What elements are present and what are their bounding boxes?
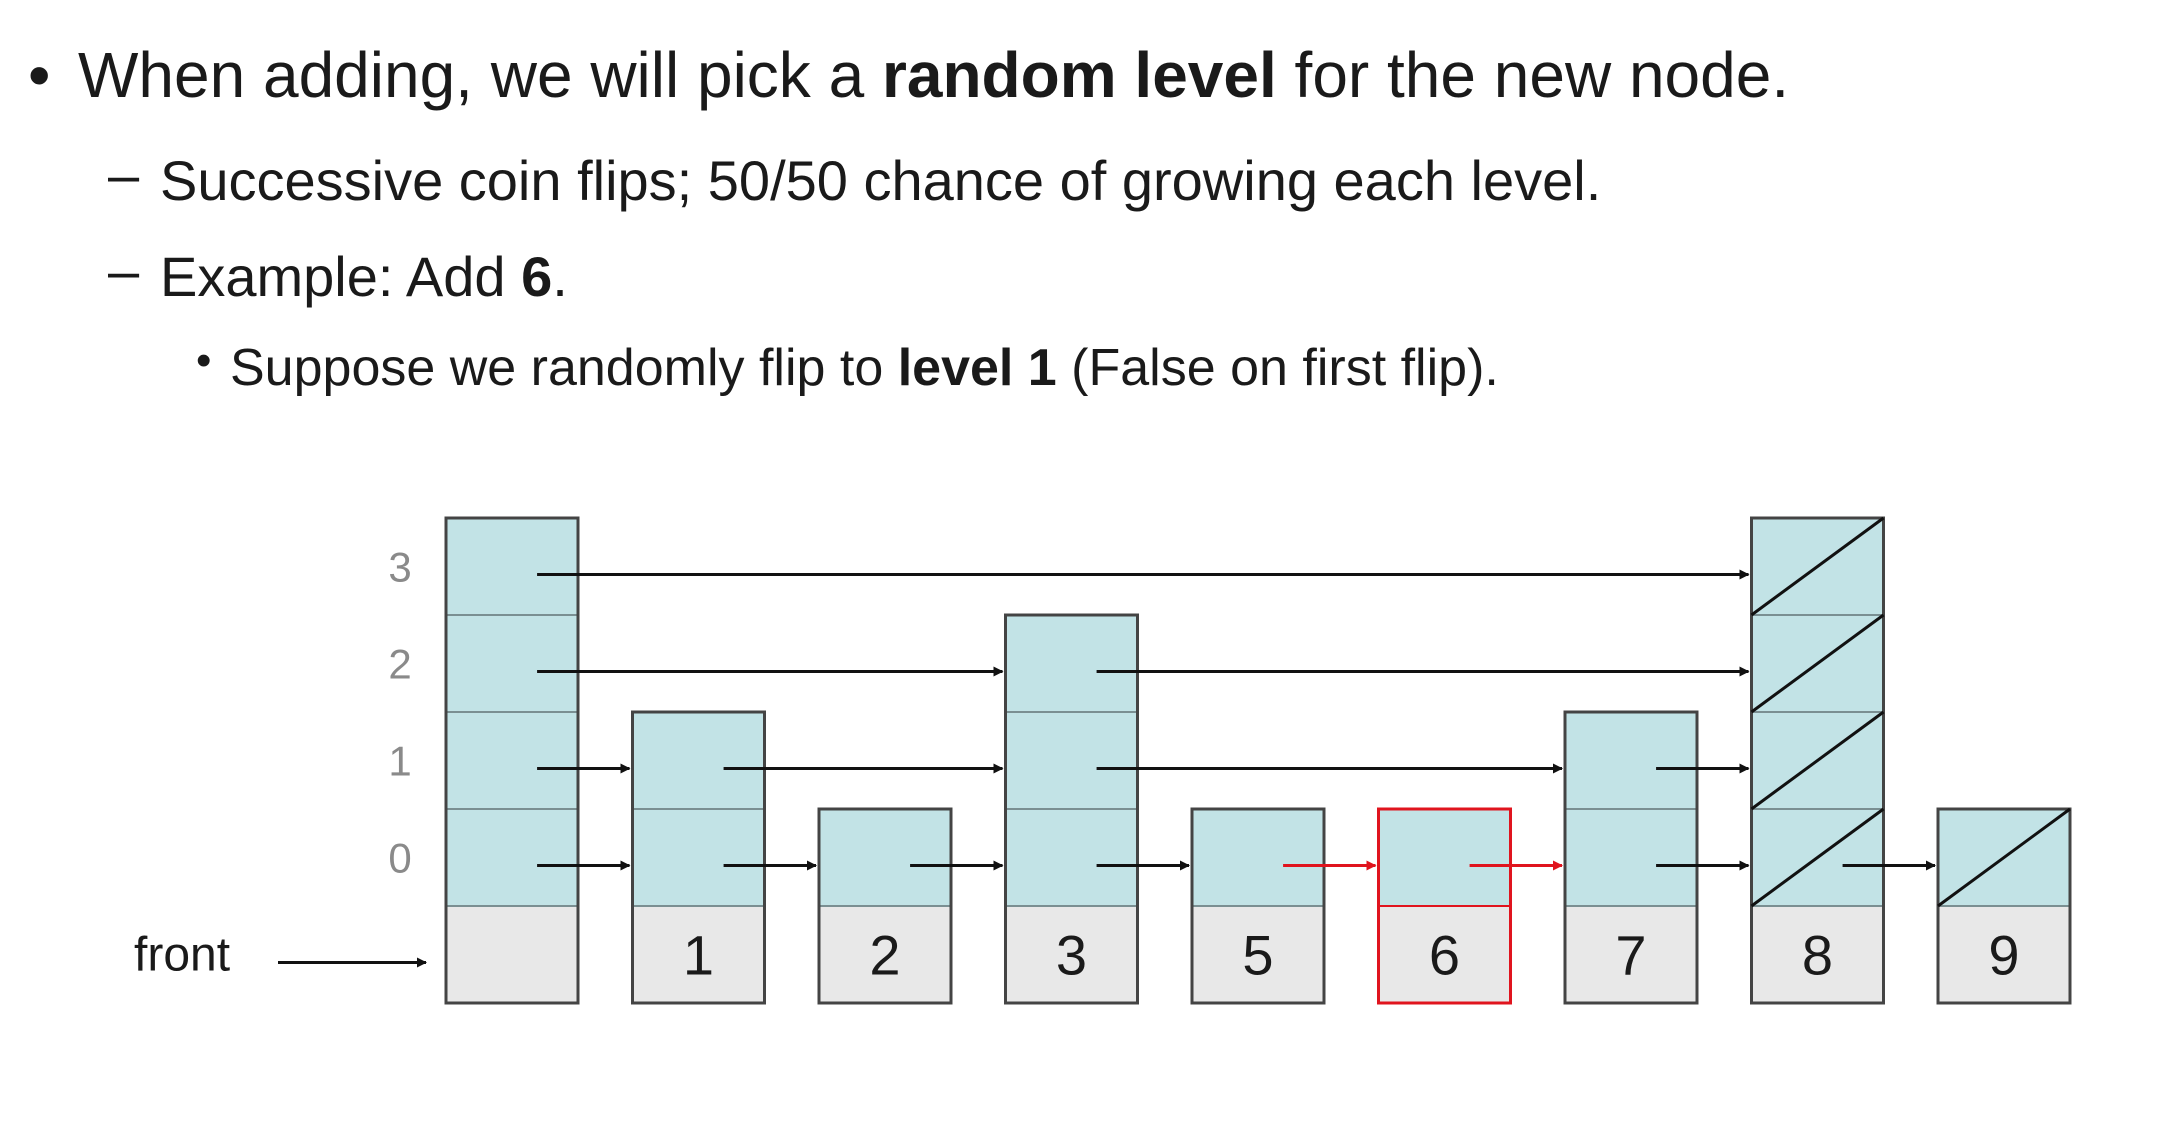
node-5: 5 (1190, 807, 1326, 1005)
node-border (631, 710, 766, 1005)
node-key-cell (632, 906, 765, 1003)
bullet-4-text-bold: level 1 (897, 339, 1057, 397)
front-pointer: front (134, 929, 427, 982)
null-pointer-slash (1750, 516, 1885, 617)
node-level-cell-0 (1005, 809, 1138, 906)
skip-list-nodes: 1 2 3 5 6 7 8 9 (444, 516, 2072, 1005)
node-sentinel (444, 516, 580, 1005)
node-level-cell-0 (632, 809, 765, 906)
node-key-label: 2 (869, 924, 900, 987)
bullet-marker-2: – (108, 143, 140, 206)
node-key-cell (1192, 906, 1324, 1003)
bullet-line-3: Example: Add 6. (160, 244, 568, 309)
node-level-cell-1 (1005, 712, 1138, 809)
bullet-3-text-post: . (552, 245, 568, 308)
bullet-4-text-post: (False on first flip). (1056, 339, 1499, 397)
node-border (817, 807, 953, 1005)
level-labels: 0 1 2 3 (388, 544, 411, 882)
node-level-cell-0 (1192, 809, 1324, 906)
node-border (1004, 613, 1139, 1005)
node-key-cell (446, 906, 578, 1003)
node-key-cell (819, 906, 951, 1003)
node-6: 6 (1377, 807, 1512, 1005)
node-key-label: 7 (1615, 924, 1646, 987)
node-key-label: 8 (1802, 924, 1833, 987)
node-level-cell-0 (819, 809, 951, 906)
node-9: 9 (1936, 807, 2072, 1005)
node-key-label: 6 (1429, 924, 1460, 987)
bullet-line-2: Successive coin flips; 50/50 chance of g… (160, 149, 1602, 212)
node-level-cell-2 (1005, 615, 1138, 712)
front-label: front (134, 929, 230, 982)
node-key-cell (1378, 906, 1511, 1003)
node-7: 7 (1563, 710, 1699, 1005)
node-level-cell-3 (446, 518, 578, 615)
bullet-3-text-pre: Example: Add (160, 245, 522, 308)
bullet-line-4: Suppose we randomly flip to level 1 (Fal… (230, 338, 1499, 398)
node-key-label: 1 (683, 924, 714, 987)
level-label-1: 1 (388, 738, 411, 785)
node-level-cell-1 (1565, 712, 1697, 809)
bullet-marker-1: • (28, 39, 51, 111)
bullet-1-text-bold: random level (881, 39, 1277, 111)
level-label-0: 0 (388, 835, 411, 882)
node-key-cell (1565, 906, 1697, 1003)
null-pointer-slash (1750, 807, 1885, 908)
node-key-cell (1938, 906, 2070, 1003)
bullet-1-text-pre: When adding, we will pick a (78, 39, 882, 111)
bullet-1-text-post: for the new node. (1276, 39, 1790, 111)
node-key-cell (1751, 906, 1884, 1003)
level-label-3: 3 (388, 544, 411, 591)
node-level-cell-0 (446, 809, 578, 906)
node-2: 2 (817, 807, 953, 1005)
node-border (444, 516, 580, 1005)
node-key-label: 3 (1056, 924, 1087, 987)
bullet-4-text-pre: Suppose we randomly flip to (230, 339, 898, 397)
node-level-cell-1 (632, 712, 765, 809)
bullet-3-text-bold: 6 (521, 245, 553, 308)
node-border (1563, 710, 1699, 1005)
null-pointer-slash (1750, 710, 1885, 811)
bullet-marker-4: • (196, 336, 212, 385)
node-border (1190, 807, 1326, 1005)
bullet-line-1: When adding, we will pick a random level… (78, 38, 1789, 112)
node-level-cell-1 (446, 712, 578, 809)
level-label-2: 2 (388, 641, 411, 688)
bullet-marker-3: – (108, 239, 140, 302)
node-border (1750, 516, 1885, 1005)
node-key-label: 5 (1242, 924, 1273, 987)
node-level-cell-0 (1565, 809, 1697, 906)
node-3: 3 (1004, 613, 1139, 1005)
node-key-cell (1005, 906, 1138, 1003)
node-level-cell-2 (446, 615, 578, 712)
skip-list-links (537, 569, 1936, 871)
node-level-cell-0 (1378, 809, 1511, 906)
null-pointer-slash (1750, 613, 1885, 714)
null-pointer-slash (1937, 807, 2071, 908)
node-1: 1 (631, 710, 766, 1005)
node-key-label: 9 (1988, 924, 2019, 987)
node-border (1377, 807, 1512, 1005)
node-8: 8 (1750, 516, 1885, 1005)
